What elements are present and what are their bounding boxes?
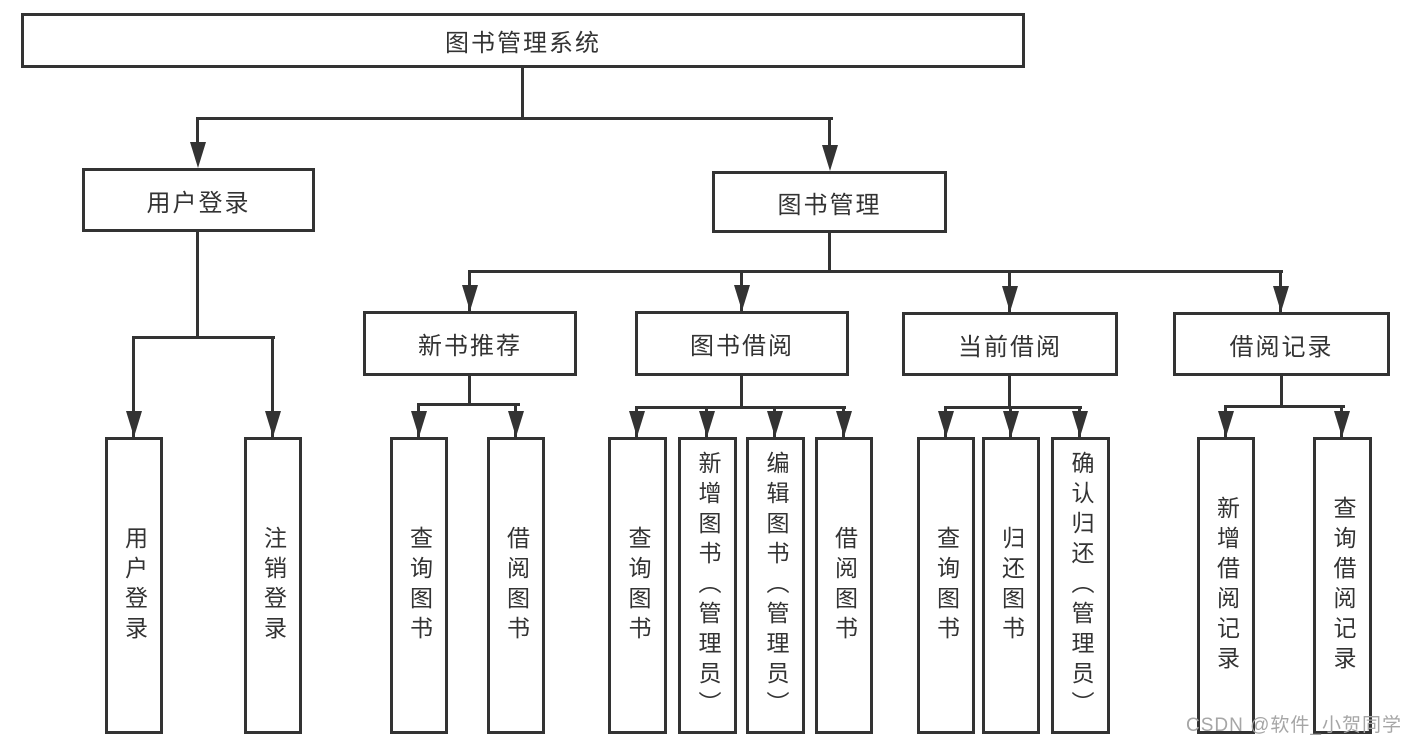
connector-line bbox=[468, 270, 1283, 273]
connector-line bbox=[828, 117, 831, 152]
arrowhead-icon bbox=[1072, 411, 1088, 437]
leaf-return-book: 归还图书 bbox=[982, 437, 1040, 734]
arrowhead-icon bbox=[1273, 286, 1289, 312]
node-label: 确认归还（管理员） bbox=[1068, 450, 1094, 721]
node-label: 新增借阅记录 bbox=[1213, 495, 1240, 676]
leaf-user-login: 用户登录 bbox=[105, 437, 163, 734]
connector-line bbox=[944, 406, 1082, 409]
connector-line bbox=[132, 336, 275, 339]
connector-line bbox=[468, 376, 471, 405]
arrowhead-icon bbox=[836, 411, 852, 437]
node-label: 查询图书 bbox=[406, 525, 433, 646]
arrowhead-icon bbox=[767, 411, 783, 437]
leaf-edit-book-admin: 编辑图书（管理员） bbox=[746, 437, 805, 734]
arrowhead-icon bbox=[462, 285, 478, 311]
leaf-logout: 注销登录 bbox=[244, 437, 302, 734]
connector-line bbox=[740, 376, 743, 408]
connector-line bbox=[196, 232, 199, 339]
connector-line bbox=[132, 336, 135, 437]
arrowhead-icon bbox=[699, 411, 715, 437]
connector-line bbox=[196, 117, 833, 120]
leaf-borrow-book-borrow: 借阅图书 bbox=[815, 437, 873, 734]
connector-line bbox=[1280, 376, 1283, 407]
node-label: 注销登录 bbox=[260, 525, 287, 646]
leaf-add-book-admin: 新增图书（管理员） bbox=[678, 437, 737, 734]
watermark: CSDN @软件_小贺同学 bbox=[1186, 715, 1402, 736]
node-user-login: 用户登录 bbox=[82, 168, 315, 232]
node-label: 归还图书 bbox=[998, 525, 1025, 646]
node-label: 查询图书 bbox=[625, 525, 651, 646]
connector-line bbox=[1008, 376, 1011, 408]
arrowhead-icon bbox=[190, 142, 206, 168]
connector-line bbox=[521, 68, 524, 119]
leaf-query-book-rec: 查询图书 bbox=[390, 437, 448, 734]
node-borrow-record: 借阅记录 bbox=[1173, 312, 1390, 376]
connector-line bbox=[271, 336, 274, 437]
node-book-mgmt: 图书管理 bbox=[712, 171, 947, 233]
arrowhead-icon bbox=[411, 411, 427, 437]
leaf-add-borrow-record: 新增借阅记录 bbox=[1197, 437, 1255, 734]
node-current-borrow: 当前借阅 bbox=[902, 312, 1118, 376]
node-label: 查询借阅记录 bbox=[1330, 495, 1356, 676]
node-label: 查询图书 bbox=[933, 525, 960, 646]
node-label: 新增图书（管理员） bbox=[695, 450, 721, 721]
leaf-confirm-return-admin: 确认归还（管理员） bbox=[1051, 437, 1110, 734]
connector-line bbox=[1224, 405, 1345, 408]
arrowhead-icon bbox=[734, 285, 750, 311]
arrowhead-icon bbox=[1002, 286, 1018, 312]
node-label: 用户登录 bbox=[121, 525, 148, 646]
node-root: 图书管理系统 bbox=[21, 13, 1025, 68]
node-book-borrow: 图书借阅 bbox=[635, 311, 849, 376]
connector-line bbox=[417, 403, 520, 406]
arrowhead-icon bbox=[265, 411, 281, 437]
connector-line bbox=[635, 406, 846, 409]
arrowhead-icon bbox=[1334, 411, 1350, 437]
node-label: 编辑图书（管理员） bbox=[763, 450, 789, 721]
leaf-borrow-book-rec: 借阅图书 bbox=[487, 437, 545, 734]
node-label: 借阅图书 bbox=[503, 525, 530, 646]
arrowhead-icon bbox=[508, 411, 524, 437]
arrowhead-icon bbox=[938, 411, 954, 437]
arrowhead-icon bbox=[1218, 411, 1234, 437]
arrowhead-icon bbox=[1003, 411, 1019, 437]
node-new-book-rec: 新书推荐 bbox=[363, 311, 577, 376]
connector-line bbox=[196, 117, 199, 149]
leaf-query-book-current: 查询图书 bbox=[917, 437, 975, 734]
arrowhead-icon bbox=[629, 411, 645, 437]
connector-line bbox=[828, 233, 831, 272]
leaf-query-borrow-record: 查询借阅记录 bbox=[1313, 437, 1372, 734]
arrowhead-icon bbox=[822, 145, 838, 171]
arrowhead-icon bbox=[126, 411, 142, 437]
leaf-query-book-borrow: 查询图书 bbox=[608, 437, 667, 734]
node-label: 借阅图书 bbox=[831, 525, 858, 646]
